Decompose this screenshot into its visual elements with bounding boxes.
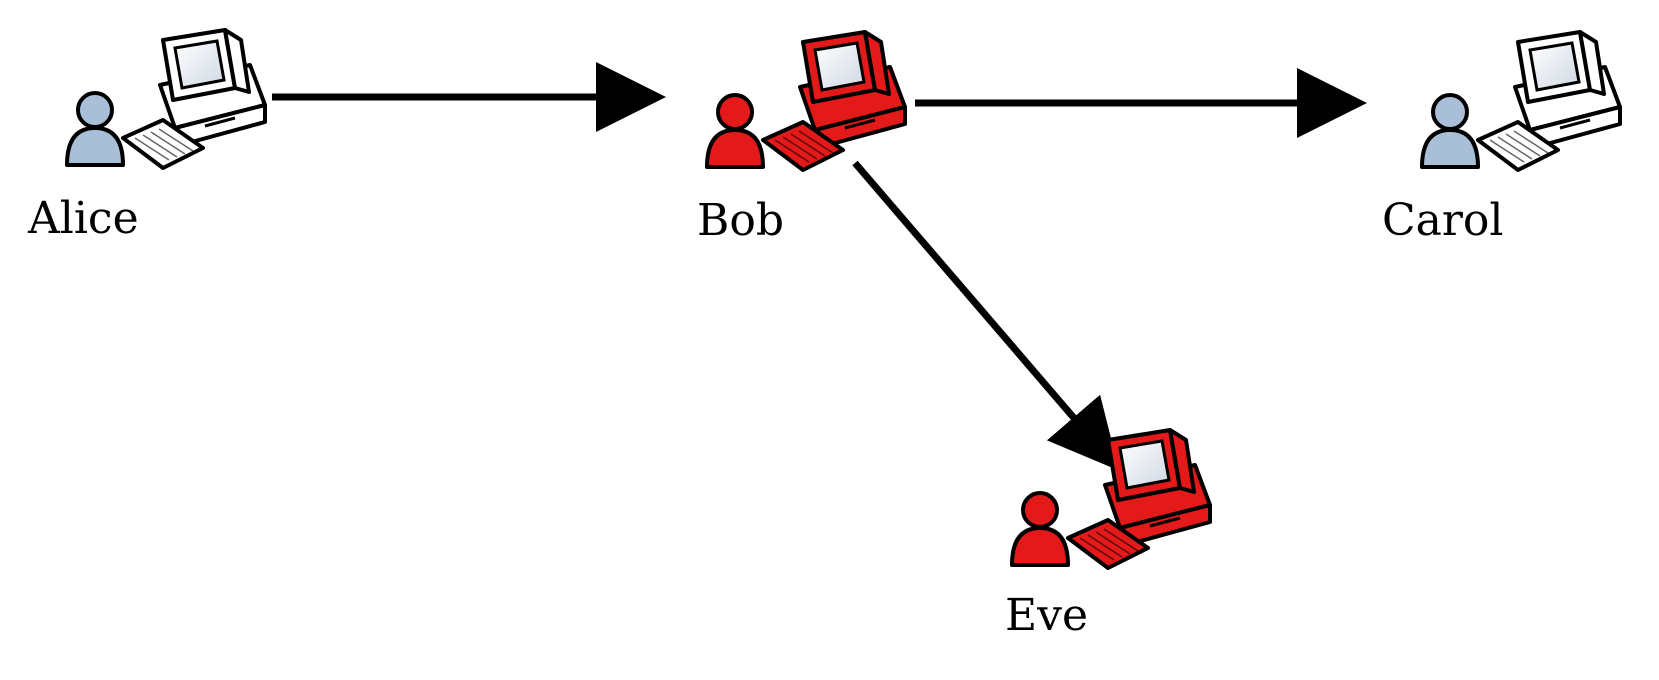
computer-user-icon (1010, 428, 1212, 570)
node-label-eve: Eve (1005, 590, 1088, 641)
node-label-alice: Alice (27, 193, 139, 244)
node-bob[interactable] (705, 30, 907, 172)
computer-user-icon (705, 30, 907, 172)
edges (272, 62, 1367, 471)
computer-user-icon (1420, 30, 1622, 172)
node-eve[interactable] (1010, 428, 1212, 570)
edge-bob-eve (852, 160, 1120, 471)
node-label-bob: Bob (697, 195, 784, 246)
node-alice[interactable] (65, 28, 267, 170)
node-label-carol: Carol (1382, 195, 1504, 246)
node-carol[interactable] (1420, 30, 1622, 172)
computer-user-icon (65, 28, 267, 170)
